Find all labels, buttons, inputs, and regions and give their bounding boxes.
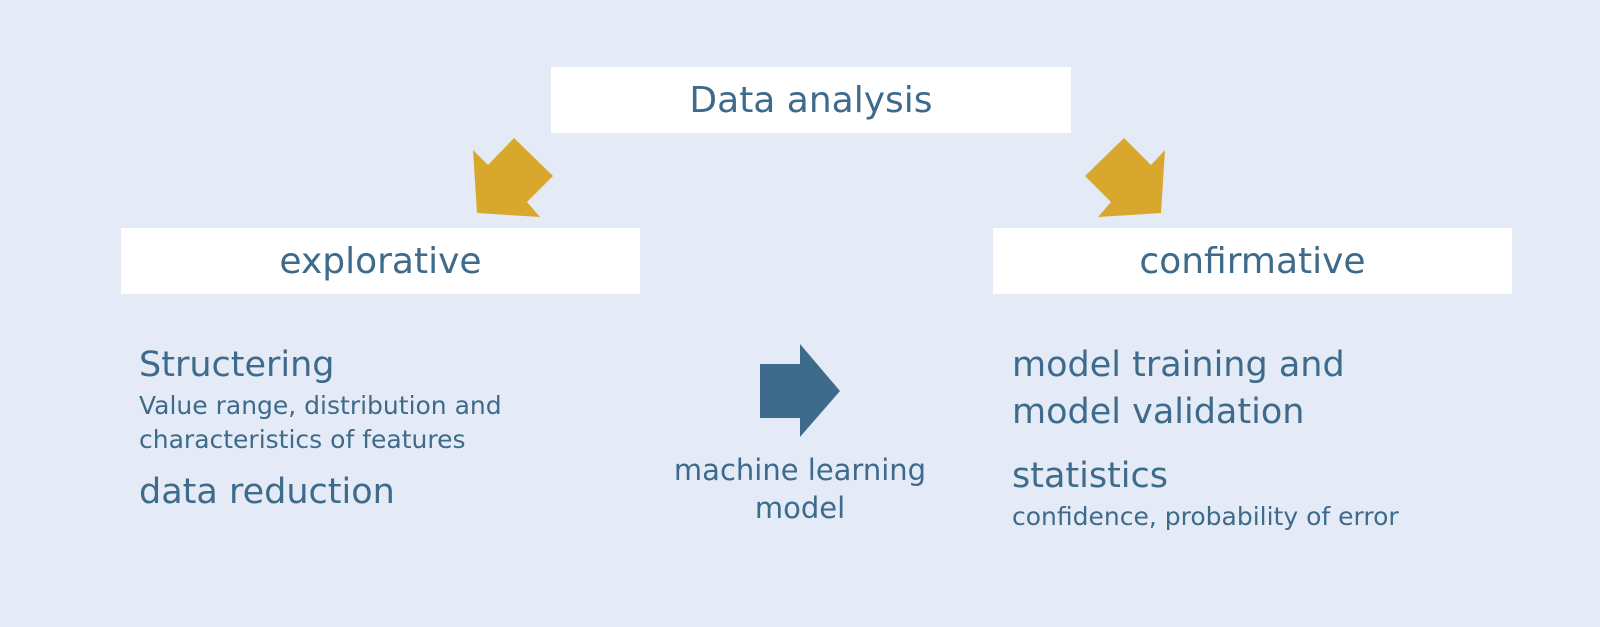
explorative-label: explorative — [279, 240, 482, 282]
statistics-title: statistics — [1012, 456, 1169, 496]
model-training-line2: model validation — [1012, 392, 1305, 432]
structuring-title: Structering — [139, 345, 335, 385]
structuring-desc-line2: characteristics of features — [139, 425, 466, 454]
confirmative-label: confirmative — [1139, 240, 1366, 282]
data-analysis-box: Data analysis — [551, 67, 1071, 133]
explorative-box: explorative — [121, 228, 640, 294]
data-analysis-label: Data analysis — [689, 79, 933, 121]
confirmative-box: confirmative — [993, 228, 1512, 294]
arrow-right-icon — [760, 344, 840, 437]
arrow-down-left-icon — [473, 138, 553, 217]
ml-model-label-line2: model — [754, 491, 846, 525]
structuring-desc-line1: Value range, distribution and — [139, 391, 502, 420]
ml-model-label-line1: machine learning — [673, 453, 927, 487]
arrow-down-right-icon — [1085, 138, 1165, 217]
statistics-desc: confidence, probability of error — [1012, 502, 1399, 531]
data-reduction-title: data reduction — [139, 472, 395, 512]
model-training-line1: model training and — [1012, 345, 1345, 385]
